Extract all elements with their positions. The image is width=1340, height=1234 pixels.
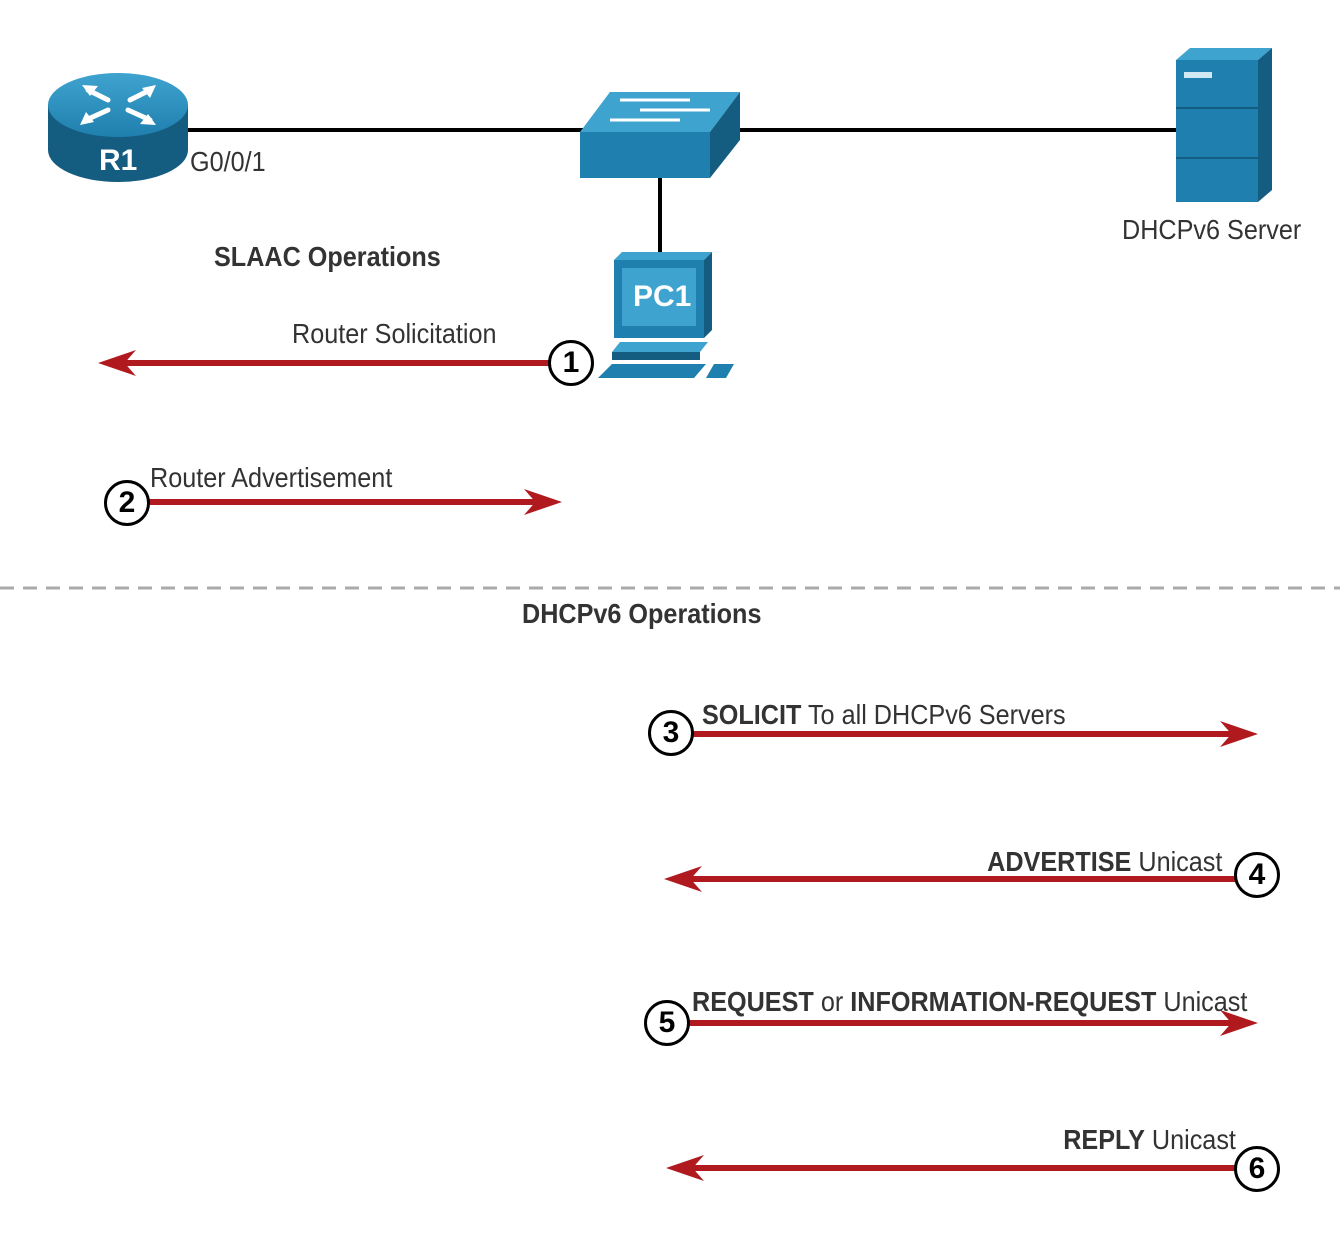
- step-4-label: ADVERTISE Unicast: [987, 848, 1222, 876]
- step-3-arrow-head: [1220, 721, 1258, 747]
- dhcpv6-section-title: DHCPv6 Operations: [522, 598, 762, 629]
- message-arrows: [98, 350, 1258, 1181]
- step-4-message-type: ADVERTISE: [986, 846, 1131, 877]
- router-interface-label: G0/0/1: [190, 146, 266, 177]
- router-icon: [48, 73, 188, 182]
- step-4-arrow-head: [664, 866, 702, 892]
- step-2-text: Router Advertisement: [150, 462, 393, 493]
- step-5-message-type: REQUEST: [692, 986, 814, 1017]
- step-5-label: REQUEST or INFORMATION-REQUEST Unicast: [692, 988, 1247, 1016]
- step-1-text: Router Solicitation: [292, 318, 497, 349]
- step-5-text: Unicast: [1163, 986, 1248, 1017]
- router-name-label: R1: [99, 144, 138, 177]
- server-name-label: DHCPv6 Server: [1122, 214, 1302, 245]
- step-5-arrow-head: [1220, 1010, 1258, 1036]
- step-6-label: REPLY Unicast: [1063, 1126, 1236, 1154]
- step-4-number: 4: [1234, 852, 1280, 898]
- step-1-number: 1: [548, 340, 594, 386]
- step-6-number: 6: [1234, 1146, 1280, 1192]
- step-5-connector: or: [820, 986, 844, 1017]
- step-5-message-type-alt: INFORMATION-REQUEST: [850, 986, 1157, 1017]
- step-2-label: Router Advertisement: [150, 464, 392, 492]
- step-6-message-type: REPLY: [1063, 1124, 1145, 1155]
- step-1-arrow-head: [98, 350, 136, 376]
- step-6-arrow-head: [666, 1155, 704, 1181]
- step-3-text: To all DHCPv6 Servers: [807, 699, 1066, 730]
- server-icon: [1176, 48, 1272, 202]
- step-4-text: Unicast: [1137, 846, 1222, 877]
- step-3-number: 3: [648, 710, 694, 756]
- step-2-arrow-head: [524, 489, 562, 515]
- slaac-section-title: SLAAC Operations: [214, 241, 441, 272]
- pc-icon: [598, 252, 734, 378]
- step-3-label: SOLICIT To all DHCPv6 Servers: [702, 701, 1066, 729]
- pc-name-label: PC1: [633, 280, 692, 313]
- step-2-number: 2: [104, 480, 150, 526]
- step-6-text: Unicast: [1151, 1124, 1236, 1155]
- switch-icon: [580, 92, 740, 178]
- step-3-message-type: SOLICIT: [702, 699, 802, 730]
- step-5-number: 5: [644, 1000, 690, 1046]
- step-1-label: Router Solicitation: [292, 320, 497, 348]
